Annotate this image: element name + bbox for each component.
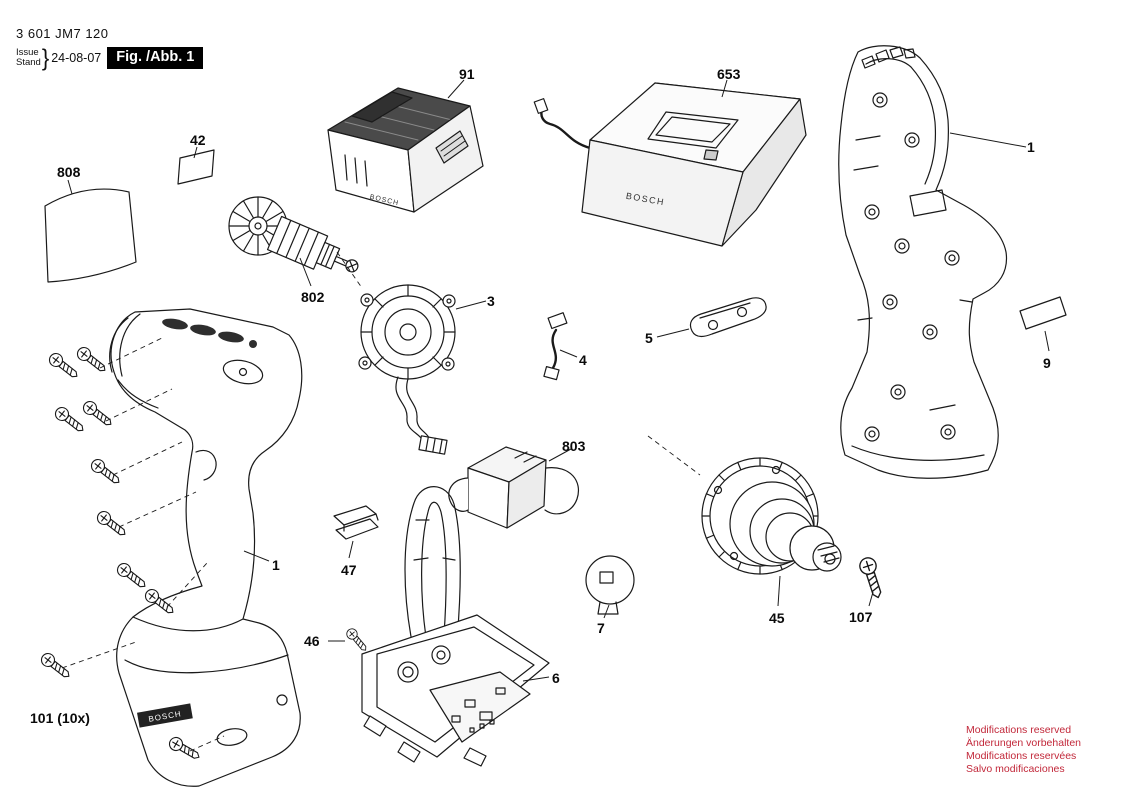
part-5-belt-clip <box>689 297 767 337</box>
part-label-47: 47 <box>341 562 357 578</box>
part-803-switch <box>448 446 579 529</box>
leader-lines <box>67 79 1050 682</box>
part-4-wire <box>543 312 568 381</box>
part-label-7: 7 <box>597 620 605 636</box>
notice-line-de: Änderungen vorbehalten <box>966 737 1082 749</box>
part-1-housing-left: BOSCH <box>109 308 303 787</box>
part-label-42: 42 <box>190 132 206 148</box>
title-block: 3 601 JM7 120 Issue Stand } 24-08-07 Fig… <box>16 26 204 71</box>
part-1-housing-right <box>838 45 1008 479</box>
part-42-sticker <box>177 149 215 185</box>
brace-glyph: } <box>41 44 50 71</box>
part-7-bearing-plate <box>585 555 635 615</box>
part-47-button <box>333 505 379 540</box>
part-label-808: 808 <box>57 164 81 180</box>
part-label-5: 5 <box>645 330 653 346</box>
assembly-dashed-lines <box>61 251 701 752</box>
part-label-45: 45 <box>769 610 785 626</box>
part-802-armature <box>228 196 359 273</box>
part-label-802: 802 <box>301 289 325 305</box>
notice-line-en: Modifications reserved <box>966 724 1072 736</box>
part-46-screw <box>344 626 371 655</box>
part-label-653: 653 <box>717 66 741 82</box>
issue-stand-labels: Issue Stand <box>16 46 41 69</box>
part-label-107: 107 <box>849 609 873 625</box>
figure-label: Fig. /Abb. 1 <box>107 47 204 69</box>
part-808-label-sheet <box>44 188 137 283</box>
part-label-101: 101 (10x) <box>30 710 90 726</box>
part-label-1-left: 1 <box>272 557 280 573</box>
part-label-803: 803 <box>562 438 586 454</box>
issue-label: Issue <box>16 46 39 58</box>
part-107-screw <box>857 555 887 601</box>
part-label-4: 4 <box>579 352 587 368</box>
part-label-1-right: 1 <box>1027 139 1035 155</box>
part-label-91: 91 <box>459 66 475 82</box>
part-9-label-strip <box>1019 296 1067 330</box>
part-653-charger: BOSCH <box>533 82 807 247</box>
part-91-battery: BOSCH <box>327 87 484 213</box>
issue-date: 24-08-07 <box>51 51 102 65</box>
part-45-gearbox <box>701 457 842 575</box>
part-6-base-plate <box>361 486 550 767</box>
modifications-notice: Modifications reserved Änderungen vorbeh… <box>966 724 1081 776</box>
part-3-motor-field <box>358 284 456 455</box>
document-number: 3 601 JM7 120 <box>16 26 109 41</box>
stand-label: Stand <box>16 57 41 68</box>
notice-line-es: Salvo modificaciones <box>966 763 1065 775</box>
part-label-46: 46 <box>304 633 320 649</box>
part-label-9: 9 <box>1043 355 1051 371</box>
notice-line-fr: Modifications reservées <box>966 750 1077 762</box>
part-label-6: 6 <box>552 670 560 686</box>
part-label-3: 3 <box>487 293 495 309</box>
